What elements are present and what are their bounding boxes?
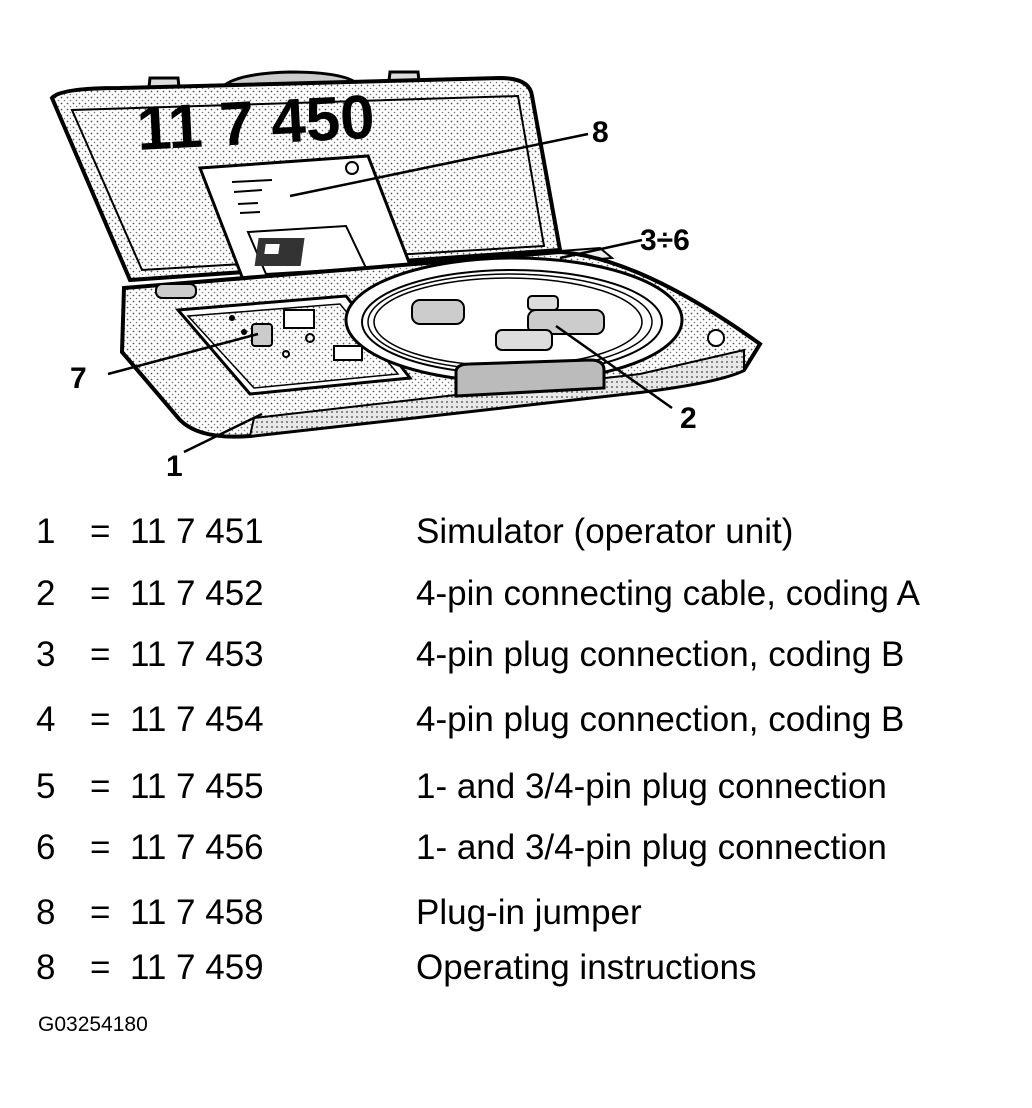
callout-7: 7 — [70, 362, 87, 395]
callout-8: 8 — [592, 116, 609, 149]
item-number: 6 — [36, 828, 56, 867]
part-number: 11 7 455 — [130, 767, 264, 806]
callout-3-6: 3÷6 — [640, 224, 690, 257]
legend-row: 4 = 11 7 454 4-pin plug connection, codi… — [0, 700, 1032, 750]
tool-case-illustration: 11 7 450 — [49, 70, 763, 483]
callout-1: 1 — [166, 450, 183, 483]
item-number: 4 — [36, 700, 56, 739]
case-lid: 11 7 450 — [49, 70, 615, 284]
part-number: 11 7 459 — [130, 948, 264, 987]
item-number: 1 — [36, 512, 56, 551]
part-number: 11 7 456 — [130, 828, 264, 867]
item-number: 2 — [36, 574, 56, 613]
legend-row: 8 = 11 7 459 Operating instructions — [0, 948, 1032, 998]
equals-sign: = — [90, 512, 111, 551]
callout-leaders — [107, 132, 673, 454]
equals-sign: = — [90, 893, 111, 932]
part-description: 4-pin plug connection, coding B — [416, 700, 905, 739]
part-description: Plug-in jumper — [416, 893, 642, 932]
part-description: 4-pin connecting cable, coding A — [416, 574, 920, 613]
legend-row: 1 = 11 7 451 Simulator (operator unit) — [0, 512, 1032, 562]
case-base — [119, 249, 763, 439]
item-number: 3 — [36, 635, 56, 674]
equals-sign: = — [90, 635, 111, 674]
legend-row: 3 = 11 7 453 4-pin plug connection, codi… — [0, 635, 1032, 685]
legend-row: 2 = 11 7 452 4-pin connecting cable, cod… — [0, 574, 1032, 624]
figure-code: G03254180 — [38, 1013, 148, 1036]
item-number: 5 — [36, 767, 56, 806]
equals-sign: = — [90, 948, 111, 987]
part-number: 11 7 454 — [130, 700, 264, 739]
part-number: 11 7 451 — [130, 512, 264, 551]
equals-sign: = — [90, 574, 111, 613]
legend-row: 5 = 11 7 455 1- and 3/4-pin plug connect… — [0, 767, 1032, 817]
item-number: 8 — [36, 948, 56, 987]
part-number: 11 7 452 — [130, 574, 264, 613]
part-description: 1- and 3/4-pin plug connection — [416, 828, 887, 867]
part-description: Operating instructions — [416, 948, 757, 987]
item-number: 8 — [36, 893, 56, 932]
equals-sign: = — [90, 767, 111, 806]
case-number: 11 7 450 — [135, 83, 376, 164]
part-description: Simulator (operator unit) — [416, 512, 794, 551]
part-number: 11 7 453 — [130, 635, 264, 674]
legend-row: 8 = 11 7 458 Plug-in jumper — [0, 893, 1032, 943]
equals-sign: = — [90, 700, 111, 739]
equals-sign: = — [90, 828, 111, 867]
instructions-booklet — [197, 154, 415, 284]
part-description: 1- and 3/4-pin plug connection — [416, 767, 887, 806]
callout-2: 2 — [680, 402, 697, 435]
legend-row: 6 = 11 7 456 1- and 3/4-pin plug connect… — [0, 828, 1032, 878]
part-number: 11 7 458 — [130, 893, 264, 932]
part-description: 4-pin plug connection, coding B — [416, 635, 905, 674]
